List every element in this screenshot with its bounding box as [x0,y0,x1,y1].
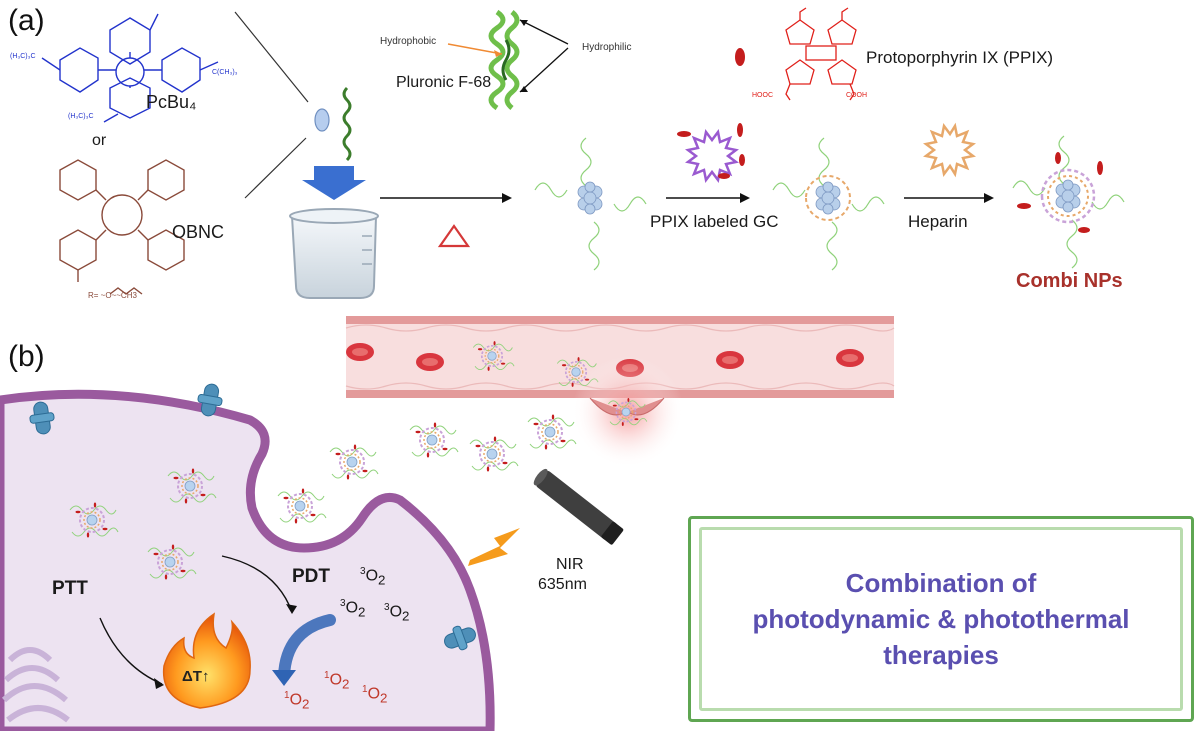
beaker-icon [289,208,379,299]
golgi-icon [1,647,70,723]
hydrophilic-label: Hydrophilic [582,42,632,53]
ppix-labeled-gc-icon [677,123,745,183]
nir-line1: NIR [556,556,584,573]
pluronic-strand-icon [342,86,352,162]
pluronic-label: Pluronic F-68 [396,74,492,91]
heparin-label: Heparin [908,212,968,231]
obnc-label: OBNC [172,222,225,242]
delta-t-label: ΔT↑ [182,668,210,685]
core-particle-icon [314,108,330,132]
svg-text:(H₃C)₃C: (H₃C)₃C [68,113,94,120]
laser-pointer-icon [533,468,624,545]
ppix-cooh-label: COOH [846,92,867,99]
summary-line-1: Combination of [845,568,1037,598]
hydrophobic-label: Hydrophobic [380,36,437,47]
lightning-icon [468,528,520,566]
pcbu4-label: PcBu₄ [146,92,197,112]
panel-label-a: (a) [8,4,45,37]
ppix-label: Protoporphyrin IX (PPIX) [866,48,1054,67]
obnc-structure [59,159,185,295]
down-arrow-icon [302,166,366,200]
singlet-oxygen-2: 1O2 [284,690,310,712]
nir-label: NIR 635nm [538,555,587,595]
summary-text: Combination of photodynamic & phototherm… [702,565,1180,673]
or-label: or [92,132,107,149]
triplet-oxygen-2: 3O2 [340,598,366,620]
summary-line-2: photodynamic & photothermal [752,604,1130,634]
summary-inner-border: Combination of photodynamic & phototherm… [699,527,1183,711]
pcbu4-structure [41,13,219,123]
heparin-icon [923,122,976,178]
ppix-hooc-label: HOOC [752,92,773,99]
singlet-oxygen-3: 1O2 [362,684,388,706]
combi-np-icon [1012,135,1125,269]
pdt-label: PDT [292,566,330,587]
panel-label-b: (b) [8,340,45,373]
svg-text:R= ~O~~CH3: R= ~O~~CH3 [88,291,137,300]
svg-text:C(CH₃)₃: C(CH₃)₃ [212,69,238,76]
triplet-oxygen-3: 3O2 [384,602,410,624]
triplet-oxygen-1: 3O2 [360,566,386,588]
heat-triangle-icon [437,224,471,248]
summary-box: Combination of photodynamic & phototherm… [688,516,1194,722]
svg-text:(H₃C)₃C: (H₃C)₃C [10,53,36,60]
ppix-dot-icon [735,48,745,66]
ptt-label: PTT [52,578,88,599]
ppix-structure [785,7,857,101]
ppix-labeled-gc-label: PPIX labeled GC [650,212,779,231]
nir-line2: 635nm [538,576,587,593]
singlet-oxygen-1: 1O2 [324,670,350,692]
fire-icon [162,612,251,709]
summary-line-3: therapies [883,640,999,670]
combi-nps-label: Combi NPs [1016,270,1123,292]
